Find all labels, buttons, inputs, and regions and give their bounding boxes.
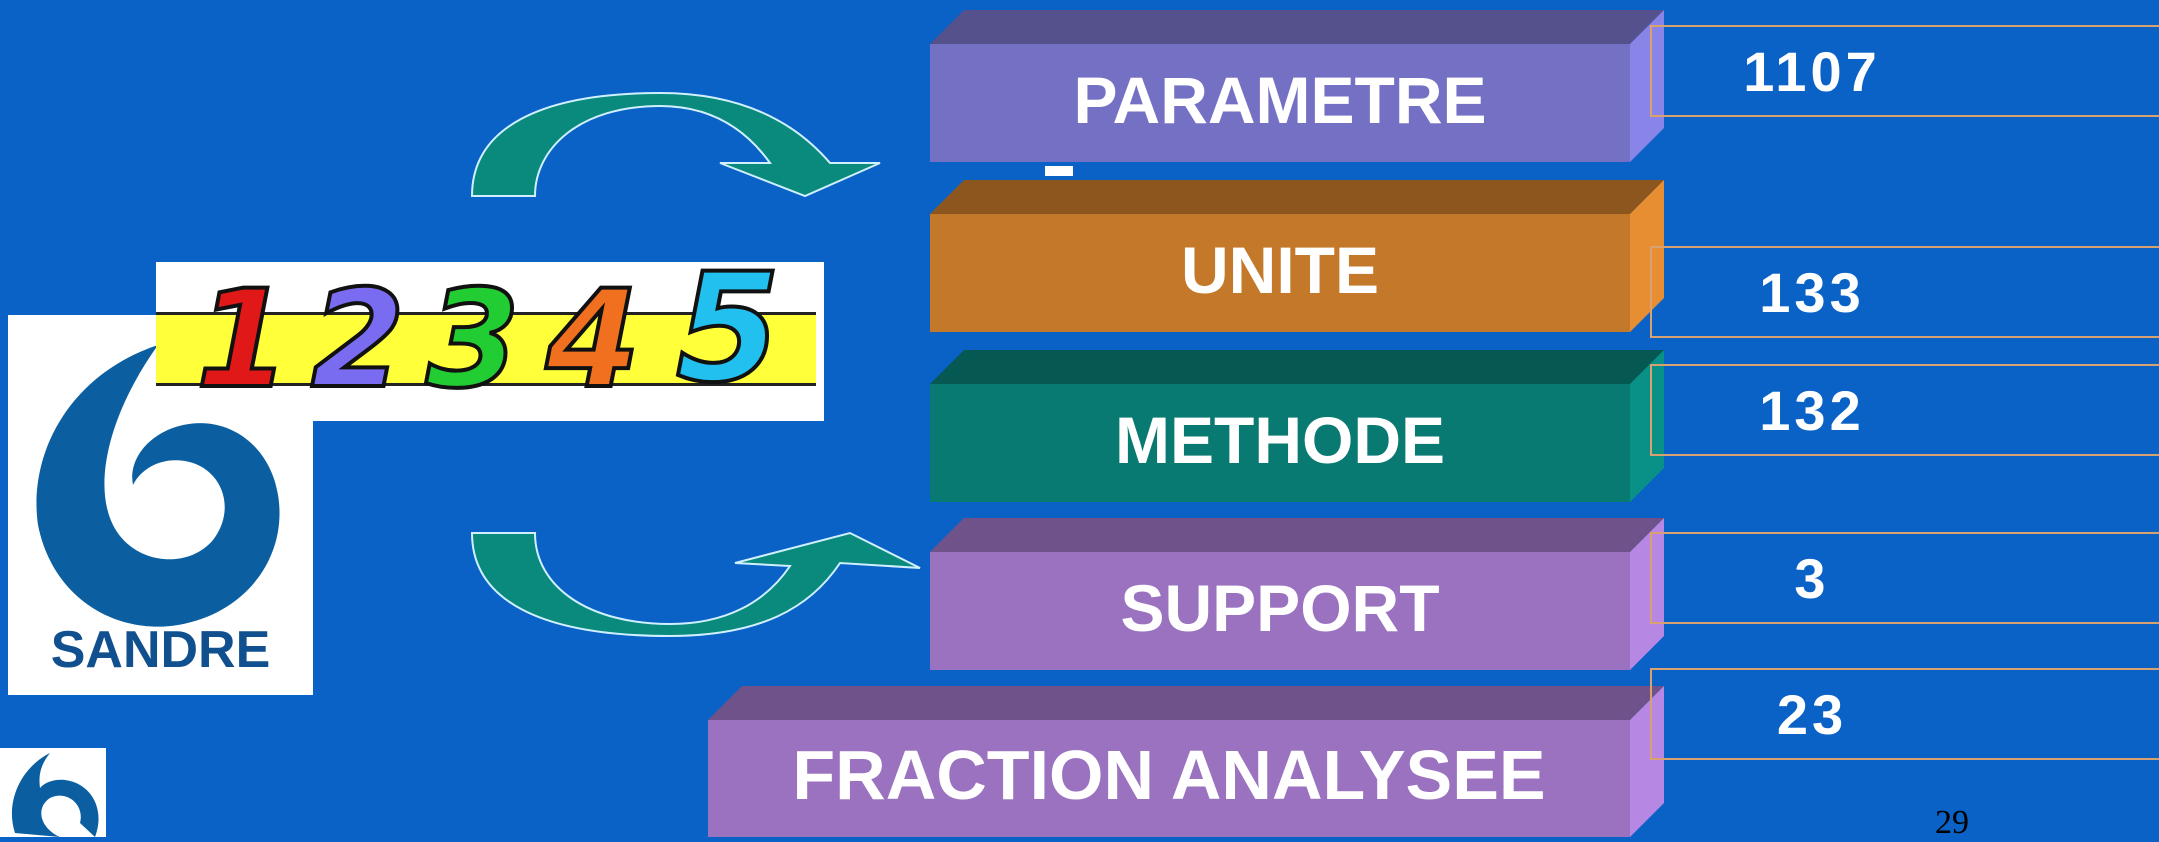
value-text: 3 [1794, 547, 1830, 610]
curved-arrow-up-icon [470, 531, 921, 638]
block-side-face [1630, 10, 1664, 162]
block-front-face [930, 384, 1630, 502]
block-label: FRACTION ANALYSEE [792, 736, 1546, 815]
block-label: SUPPORT [1120, 571, 1440, 646]
block-top-face [930, 350, 1664, 384]
block-top-face [930, 10, 1664, 44]
value-text: 132 [1759, 379, 1865, 442]
block-label: UNITE [1181, 233, 1379, 308]
block-top-face [708, 686, 1664, 720]
value-box-unite: 133 [1650, 246, 2159, 338]
value-text: 1107 [1743, 40, 1881, 103]
value-box-parametre: 1107 [1650, 25, 2159, 117]
value-box-methode: 132 [1650, 364, 2159, 456]
digit-3: 3 [424, 261, 522, 418]
block-top-face [930, 518, 1664, 552]
block-top-face [930, 180, 1664, 214]
small-logo-icon [11, 753, 99, 837]
small-sandre-logo [0, 748, 106, 837]
block-front-face [708, 720, 1630, 837]
block-side-face [1630, 180, 1664, 332]
block-methode: METHODE [930, 350, 1664, 502]
block-label: PARAMETRE [1073, 63, 1487, 138]
curved-arrow-right-icon [470, 91, 881, 198]
block-front-face [930, 214, 1630, 332]
block-side-face [1630, 518, 1664, 670]
block-unite: UNITE [930, 180, 1664, 332]
logo-text: SANDRE [50, 621, 271, 679]
block-side-face [1630, 350, 1664, 502]
block-front-face [930, 552, 1630, 670]
block-side-face [1630, 686, 1664, 837]
digit-4: 4 [544, 261, 642, 418]
value-text: 133 [1759, 261, 1865, 324]
block-parametre: PARAMETRE [930, 10, 1664, 162]
text-cursor [1045, 166, 1073, 176]
page-number: 29 [1935, 804, 1969, 841]
value-box-support: 3 [1650, 532, 2159, 624]
block-fraction-analysee: FRACTION ANALYSEE [708, 686, 1664, 837]
digit-1: 1 [194, 261, 292, 418]
block-front-face [930, 44, 1630, 162]
digit-2: 2 [309, 261, 407, 418]
block-label: METHODE [1115, 403, 1445, 478]
block-support: SUPPORT [930, 518, 1664, 670]
value-text: 23 [1776, 683, 1848, 746]
sandre-logo-icon [36, 345, 280, 627]
value-box-fraction-analysee: 23 [1650, 668, 2159, 760]
digit-5: 5 [674, 242, 782, 416]
